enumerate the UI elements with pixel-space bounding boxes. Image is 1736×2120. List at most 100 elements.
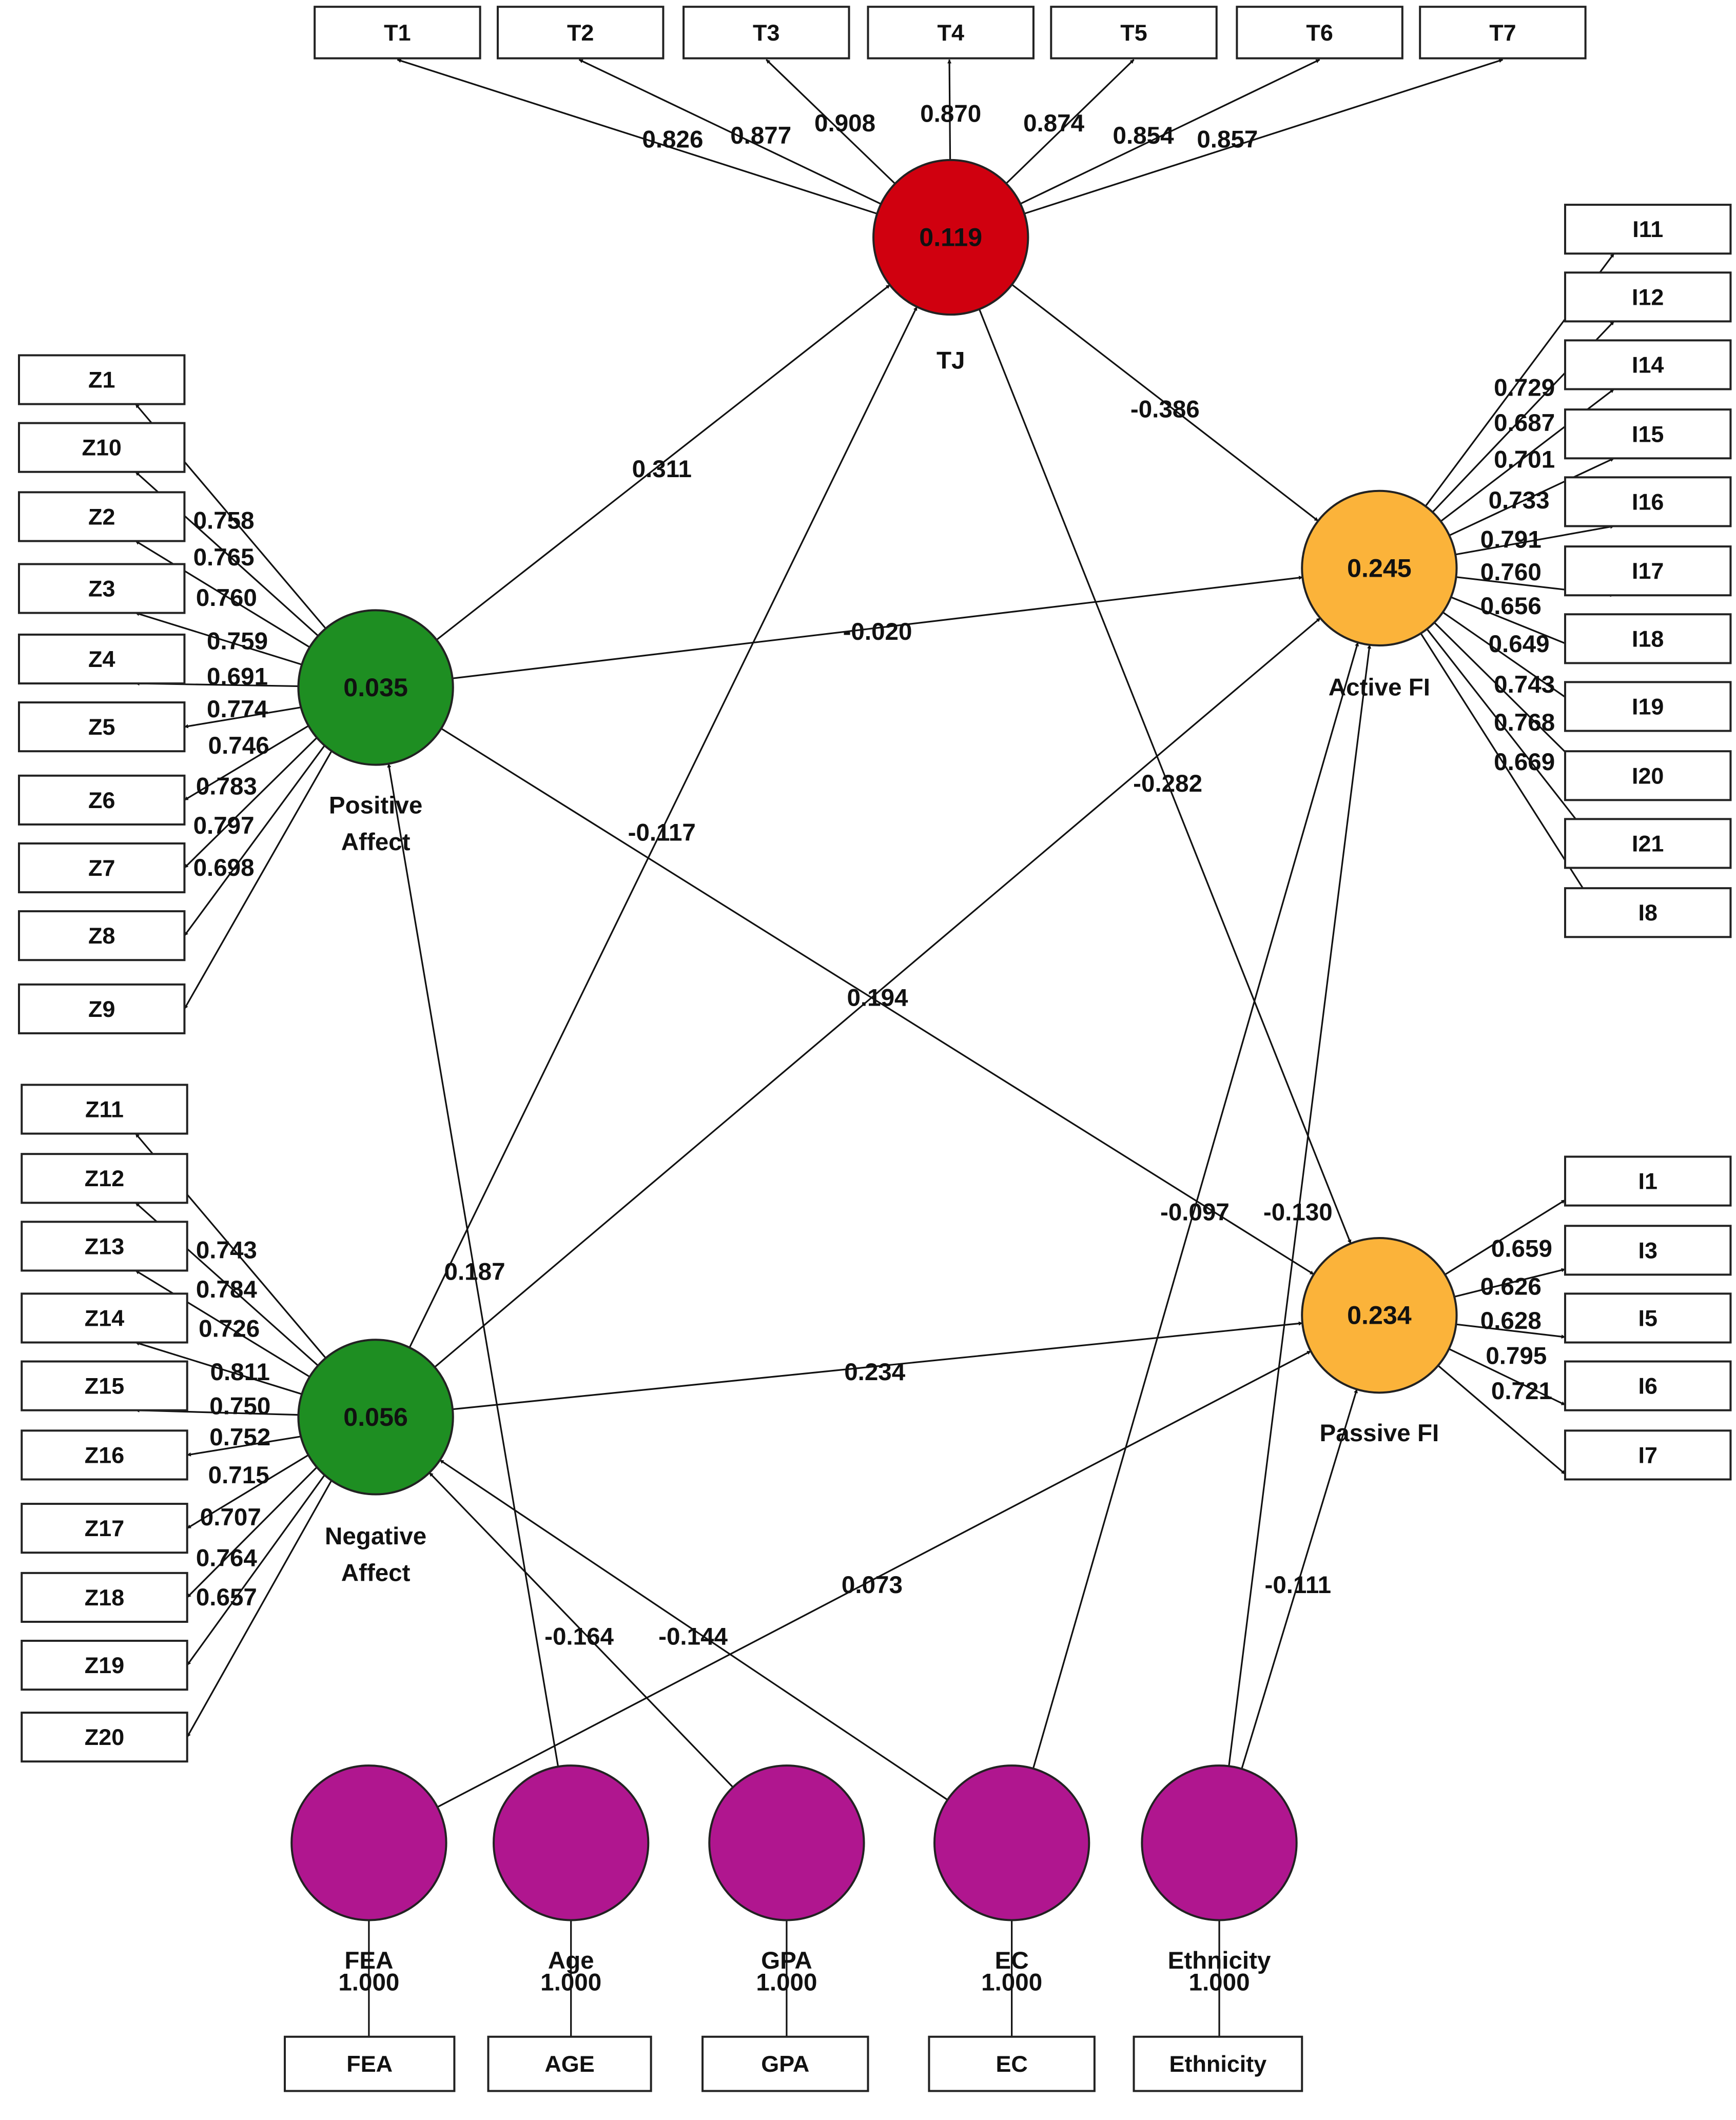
indicator-box-z-neg-5-label: Z15 <box>85 1373 124 1399</box>
indicator-box-z-pos-7[interactable]: Z6 <box>18 774 186 826</box>
node-ethnicity[interactable] <box>1141 1764 1298 1921</box>
indicator-box-i-active-11[interactable]: I8 <box>1564 887 1732 938</box>
indicator-box-i-passive-4-rect <box>1564 1360 1732 1411</box>
indicator-box-z-neg-7[interactable]: Z17 <box>21 1503 188 1554</box>
loading-label-z-neg-9: 0.764 <box>196 1544 258 1572</box>
loading-label-i-active-3: 0.701 <box>1494 446 1555 473</box>
indicator-box-t4[interactable]: T4 <box>867 6 1035 60</box>
indicator-box-gpa[interactable]: GPA <box>701 2035 869 2092</box>
indicator-box-t6[interactable]: T6 <box>1236 6 1403 60</box>
indicator-box-t1-label: T1 <box>384 19 411 46</box>
indicator-box-i-active-7[interactable]: I18 <box>1564 613 1732 664</box>
indicator-box-z-neg-6[interactable]: Z16 <box>21 1429 188 1481</box>
node-negative-affect[interactable]: 0.056 <box>297 1339 454 1496</box>
indicator-box-fea[interactable]: FEA <box>284 2035 456 2092</box>
indicator-box-z-pos-4[interactable]: Z3 <box>18 563 186 614</box>
indicator-box-z-neg-8[interactable]: Z18 <box>21 1572 188 1623</box>
indicator-box-z-pos-1[interactable]: Z1 <box>18 354 186 405</box>
indicator-box-i-passive-1[interactable]: I1 <box>1564 1155 1732 1207</box>
indicator-box-age-rect <box>487 2035 652 2092</box>
loading-edge-t6 <box>1020 58 1320 205</box>
loading-edge-t1 <box>397 58 877 214</box>
indicator-box-z-neg-2[interactable]: Z12 <box>21 1153 188 1204</box>
indicator-box-i-active-1[interactable]: I11 <box>1564 204 1732 255</box>
indicator-box-i-active-11-rect <box>1564 887 1732 938</box>
path-edge-age-pa <box>387 763 559 1767</box>
indicator-box-z-pos-8[interactable]: Z7 <box>18 842 186 894</box>
loading-label-i-active-4: 0.733 <box>1489 487 1550 514</box>
node-tj[interactable]: 0.119 <box>872 159 1029 316</box>
indicator-box-i-active-3[interactable]: I14 <box>1564 339 1732 390</box>
indicator-box-ethnicity[interactable]: Ethnicity <box>1133 2035 1303 2092</box>
loading-edge-z-neg-3 <box>135 1270 310 1378</box>
indicator-box-i-active-5[interactable]: I16 <box>1564 476 1732 527</box>
loading-label-z-pos-5: 0.691 <box>207 663 268 690</box>
indicator-box-z-neg-3[interactable]: Z13 <box>21 1221 188 1272</box>
indicator-box-z-neg-10[interactable]: Z20 <box>21 1712 188 1763</box>
loading-edge-i-passive-1 <box>1445 1199 1566 1275</box>
loading-label-z-neg-10: 0.657 <box>196 1584 257 1611</box>
loading-label-i-active-10: 0.768 <box>1494 709 1555 736</box>
indicator-box-i-active-8[interactable]: I19 <box>1564 681 1732 732</box>
indicator-box-i-active-9[interactable]: I20 <box>1564 750 1732 801</box>
loading-label-t5: 0.874 <box>1023 110 1085 137</box>
node-gpa[interactable] <box>708 1764 865 1921</box>
indicator-box-i-active-6-label: I17 <box>1632 558 1664 584</box>
indicator-box-t7[interactable]: T7 <box>1419 6 1587 60</box>
indicator-box-t1[interactable]: T1 <box>314 6 481 60</box>
indicator-box-i-active-10-label: I21 <box>1632 830 1664 856</box>
path-edge-pa-tj <box>436 284 891 641</box>
indicator-box-z-pos-5[interactable]: Z4 <box>18 633 186 685</box>
loading-edge-i-active-11 <box>1420 633 1615 938</box>
indicator-box-t2-rect <box>496 6 665 60</box>
indicator-box-i-active-8-label: I19 <box>1632 693 1664 719</box>
indicator-box-z-neg-1[interactable]: Z11 <box>21 1084 188 1135</box>
indicator-box-z-pos-9[interactable]: Z8 <box>18 910 186 961</box>
indicator-box-i-passive-2-rect <box>1564 1225 1732 1276</box>
indicator-box-t5-label: T5 <box>1120 19 1147 46</box>
indicator-box-i-active-4[interactable]: I15 <box>1564 408 1732 460</box>
indicator-box-i-passive-2[interactable]: I3 <box>1564 1225 1732 1276</box>
indicator-box-z-neg-9-label: Z19 <box>85 1652 124 1678</box>
node-active-fi[interactable]: 0.245 <box>1301 489 1458 647</box>
indicator-box-i-passive-4[interactable]: I6 <box>1564 1360 1732 1411</box>
indicator-box-z-pos-6[interactable]: Z5 <box>18 701 186 753</box>
indicator-box-z-pos-3[interactable]: Z2 <box>18 491 186 542</box>
node-positive-affect[interactable]: 0.035 <box>297 609 454 766</box>
indicator-box-i-active-10[interactable]: I21 <box>1564 818 1732 869</box>
path-label-fea-passive: 0.073 <box>842 1572 903 1599</box>
node-age[interactable] <box>493 1764 650 1921</box>
node-ec[interactable] <box>933 1764 1090 1921</box>
node-gpa-circle <box>708 1764 865 1921</box>
indicator-box-t5[interactable]: T5 <box>1050 6 1218 60</box>
indicator-box-z-neg-1-label: Z11 <box>85 1096 124 1122</box>
indicator-box-i-passive-5[interactable]: I7 <box>1564 1429 1732 1481</box>
node-passive-fi[interactable]: 0.234 <box>1301 1237 1458 1394</box>
indicator-box-z-pos-8-rect <box>18 842 186 894</box>
indicator-box-t3[interactable]: T3 <box>682 6 850 60</box>
indicator-box-z-pos-2[interactable]: Z10 <box>18 422 186 473</box>
indicator-box-age[interactable]: AGE <box>487 2035 652 2092</box>
indicator-box-z-neg-7-rect <box>21 1503 188 1554</box>
indicator-box-z-pos-6-label: Z5 <box>88 714 115 740</box>
node-gpa-loading: 1.000 <box>756 1969 817 1996</box>
indicator-box-z-pos-10-label: Z9 <box>88 996 115 1022</box>
indicator-box-ec[interactable]: EC <box>928 2035 1096 2092</box>
indicator-box-i-active-2[interactable]: I12 <box>1564 271 1732 323</box>
path-edge-tj-active <box>1011 284 1319 522</box>
indicator-box-z-neg-9[interactable]: Z19 <box>21 1639 188 1691</box>
node-age-loading: 1.000 <box>540 1969 601 1996</box>
indicator-box-i-active-6[interactable]: I17 <box>1564 545 1732 597</box>
indicator-box-z-neg-5[interactable]: Z15 <box>21 1360 188 1411</box>
loading-edge-z-pos-6 <box>184 706 301 729</box>
indicator-box-i-passive-3[interactable]: I5 <box>1564 1292 1732 1344</box>
indicator-box-t1-rect <box>314 6 481 60</box>
indicator-box-z-neg-4[interactable]: Z14 <box>21 1292 188 1344</box>
node-negative-affect-caption-1: Negative <box>325 1523 426 1550</box>
node-fea[interactable] <box>290 1764 447 1921</box>
indicator-box-t2[interactable]: T2 <box>496 6 665 60</box>
indicator-box-z-pos-2-rect <box>18 422 186 473</box>
indicator-box-z-pos-10[interactable]: Z9 <box>18 983 186 1034</box>
path-edge-pa-active <box>452 576 1303 679</box>
